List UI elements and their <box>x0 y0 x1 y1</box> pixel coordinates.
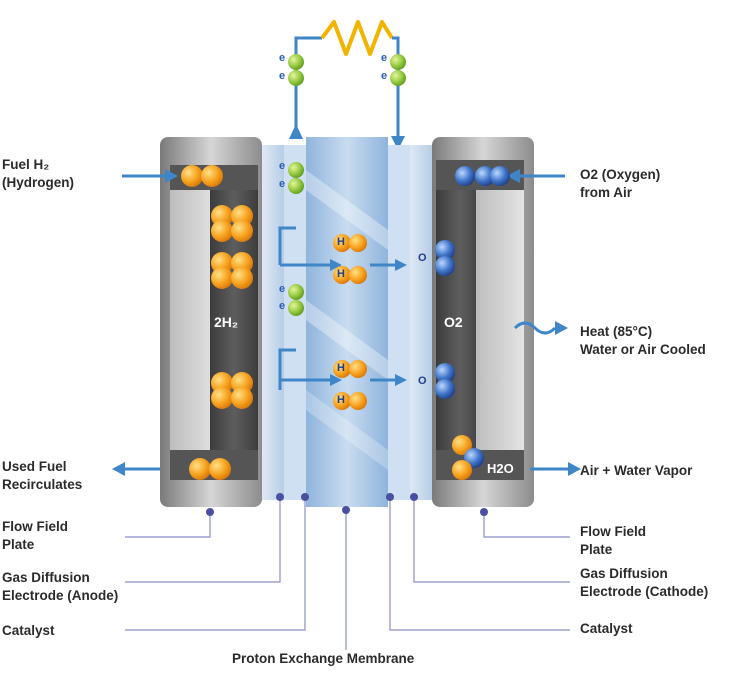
cathode-gde <box>410 145 432 500</box>
membrane-label: Proton Exchange Membrane <box>232 651 415 666</box>
cathode-catalyst <box>388 145 410 500</box>
electron-label: e <box>279 300 286 312</box>
catalyst-left-label: Catalyst <box>2 623 55 638</box>
anode-flow-plate <box>160 137 262 507</box>
electrons <box>288 54 406 316</box>
fuel-h2-label: Fuel H₂ (Hydrogen) <box>2 157 74 190</box>
anode-gde <box>262 145 284 500</box>
flow-field-left-label: Flow Field Plate <box>2 519 68 552</box>
catalyst-right-label: Catalyst <box>580 621 633 636</box>
electron-label: e <box>279 70 286 82</box>
o2-in-label: O2 (Oxygen) from Air <box>580 167 661 200</box>
protons <box>333 234 367 410</box>
hydrogen-molecules <box>181 165 253 480</box>
used-fuel-label: Used Fuel Recirculates <box>2 459 83 492</box>
electron-label: e <box>381 52 388 64</box>
gde-cathode-label: Gas Diffusion Electrode (Cathode) <box>580 566 709 599</box>
water-out-label: H2O <box>487 461 514 476</box>
air-water-label: Air + Water Vapor <box>580 463 693 478</box>
leader-lines <box>125 497 570 650</box>
anode-chamber-label: 2H₂ <box>214 314 239 330</box>
heat-wave-icon <box>513 321 557 335</box>
anode-catalyst <box>284 145 306 500</box>
oxygen-atom-label: O <box>418 375 427 387</box>
resistor-icon <box>320 20 394 56</box>
proton-label: H <box>337 268 345 280</box>
electron-label: e <box>279 283 286 295</box>
proton-label: H <box>337 362 345 374</box>
flow-arrows <box>122 174 568 471</box>
oxygen-atom-label: O <box>418 252 427 264</box>
electron-label: e <box>279 160 286 172</box>
proton-label: H <box>337 236 345 248</box>
gde-anode-label: Gas Diffusion Electrode (Anode) <box>2 570 119 603</box>
internal-arrows <box>278 226 395 390</box>
heat-label: Heat (85°C) Water or Air Cooled <box>580 324 706 357</box>
electron-label: e <box>279 178 286 190</box>
cathode-flow-plate <box>432 137 534 507</box>
cathode-chamber-label: O2 <box>444 314 463 330</box>
proton-label: H <box>337 394 345 406</box>
proton-exchange-membrane <box>306 137 388 507</box>
electron-label: e <box>279 52 286 64</box>
oxygen-molecules <box>435 166 510 480</box>
leader-dots <box>206 493 488 516</box>
flow-field-right-label: Flow Field Plate <box>580 524 646 557</box>
electron-label: e <box>381 70 388 82</box>
external-circuit <box>289 20 405 150</box>
